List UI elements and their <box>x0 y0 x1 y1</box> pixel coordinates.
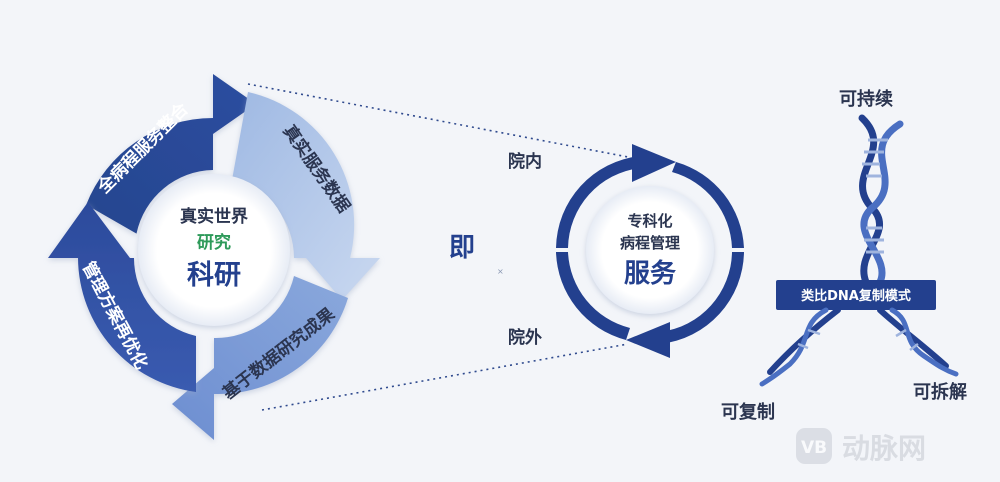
dna-strand-b <box>860 120 904 286</box>
arrow-bottom-segment <box>172 276 348 440</box>
arrow-left-segment <box>48 202 196 392</box>
left-center-line2: 研究 <box>197 232 231 253</box>
outer-label: 院外 <box>508 327 542 348</box>
dna-lower-rungs <box>797 328 919 351</box>
right-lower-arc-2 <box>556 252 630 340</box>
small-mark: × <box>497 267 504 276</box>
connector-top <box>247 83 629 158</box>
watermark-logo-icon <box>796 428 832 464</box>
dna-banner-label: 类比DNA复制模式 <box>801 288 911 304</box>
left-cycle: 真实世界 研究 科研 全病程服务整合 真实服务数据 基于数据研究成果 管理方案再… <box>48 74 629 440</box>
dna-banner <box>776 280 936 310</box>
dna-strand-right-b <box>889 307 959 377</box>
dna-helix: 可持续 类比DNA复制模式 可复制 可拆解 <box>721 88 967 423</box>
dna-strand-right-a <box>877 307 949 369</box>
right-center-line1: 专科化 <box>627 212 672 230</box>
right-center-line3: 服务 <box>624 259 676 289</box>
dna-right-label: 可拆解 <box>913 381 967 403</box>
right-cycle: 专科化 病程管理 服务 院内 院外 <box>508 144 744 358</box>
left-center-line3: 科研 <box>187 260 241 291</box>
right-upper-arc-2 <box>672 162 744 248</box>
right-lower-arrowhead <box>626 322 670 358</box>
connector-bottom <box>261 343 629 411</box>
inner-label: 院内 <box>508 151 542 172</box>
dna-top-label: 可持续 <box>839 88 893 110</box>
watermark-logo-text: VB <box>801 438 827 458</box>
dna-strand-left-b <box>759 307 829 387</box>
arrow-top-segment <box>86 74 256 234</box>
right-center-line2: 病程管理 <box>620 234 680 252</box>
dna-rungs <box>862 138 888 254</box>
dna-left-label: 可复制 <box>721 401 775 423</box>
watermark: VB 动脉网 <box>796 428 926 465</box>
arrow-right-segment <box>232 92 380 300</box>
left-center-disc <box>138 174 290 326</box>
right-center-disc <box>586 186 714 314</box>
connector-label: 即 <box>449 233 475 263</box>
right-upper-arrowhead <box>632 144 676 182</box>
left-center-line1: 真实世界 <box>180 206 248 227</box>
watermark-brand: 动脉网 <box>842 432 926 465</box>
right-upper-arc <box>556 156 640 248</box>
dna-strand-left-a <box>767 307 841 375</box>
